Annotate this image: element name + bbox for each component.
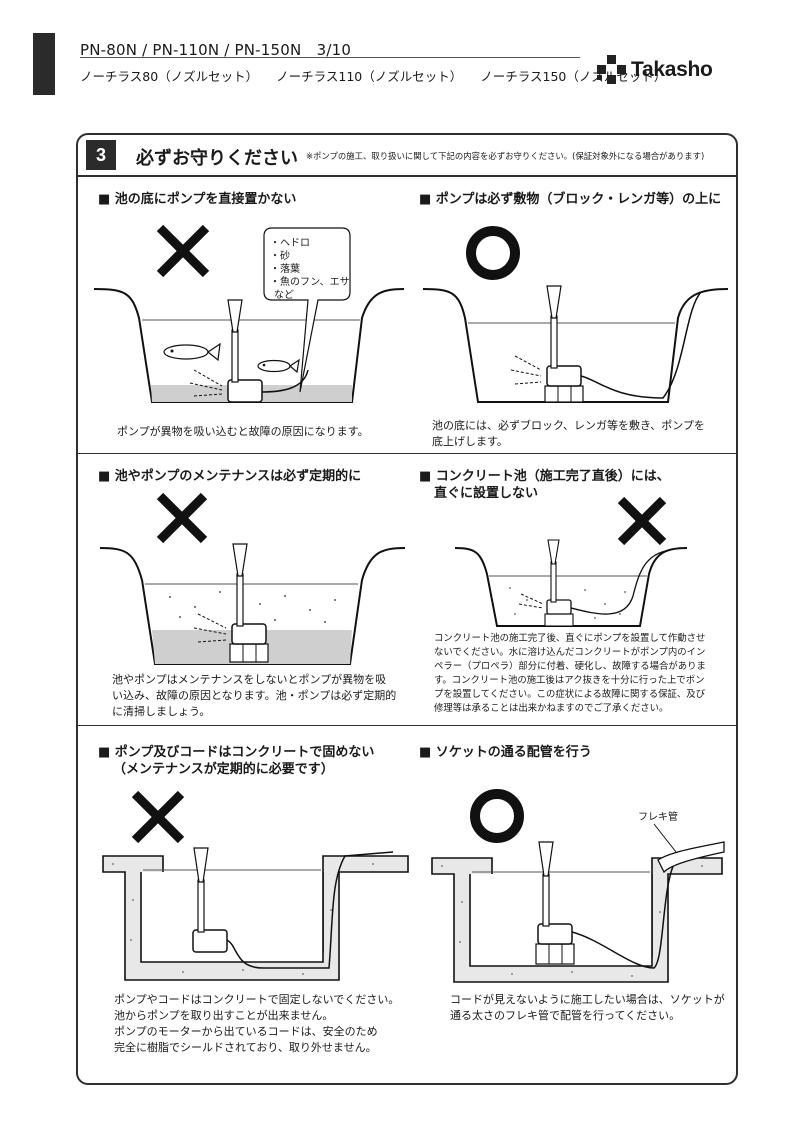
pond-illustration-no-base: ・ヘドロ ・砂 ・落葉 ・魚のフン、エサ など [93,224,405,403]
model-numbers: PN-80N / PN-110N / PN-150N 3/10 [80,41,352,59]
cross-mark-icon [131,790,185,844]
callout-line: ・砂 [270,249,290,262]
product-names: ノーチラス80（ノズルセット） ノーチラス110（ノズルセット） ノーチラス15… [80,66,666,85]
cell-description: ポンプやコードはコンクリートで固定しないでください。 池からポンプを取り出すこと… [114,993,400,1054]
row-divider [78,725,736,726]
cell-title: ■ 池の底にポンプを直接置かない [98,192,297,207]
particles [169,591,336,623]
cell-description: コードが見えないように施工したい場合は、ソケットが 通る太さのフレキ管で配管を行… [450,993,725,1022]
cross-mark-icon [156,224,210,278]
pond-illustration-dirty [99,492,406,665]
cell-description: ポンプが異物を吸い込むと故障の原因になります。 [117,425,369,438]
callout-line: ・魚のフン、エサ [270,275,350,288]
precautions-frame: 3 必ずお守りください ※ポンプの施工、取り扱いに関して下記の内容を必ずお守りく… [76,133,738,1085]
circle-mark-icon [466,226,520,280]
fish-icon [257,358,300,374]
section-title: 必ずお守りください [136,148,298,169]
circle-mark-icon [470,789,524,843]
product-name: ノーチラス80（ノズルセット） [80,69,259,84]
brand-name: Takasho [631,58,713,81]
cell-title: ■ ポンプは必ず敷物（ブロック・レンガ等）の上に [419,192,722,207]
concrete-pond-illustration-embedded [102,790,409,981]
row-divider [78,453,736,454]
brand-logo: Takasho [597,55,713,85]
header-bar [33,33,55,95]
pond-illustration-on-base [422,226,729,403]
callout-line: ・落葉 [270,262,300,275]
callout-line: など [274,289,294,301]
cell-title: ■ コンクリート池（施工完了直後）には、 直ぐに設置しない [419,469,670,501]
cell-description: 池の底には、必ずブロック、レンガ等を敷き、ポンプを 底上げします。 [432,419,705,448]
cell-description: コンクリート池の施工完了後、直ぐにポンプを設置して作動させ ないでください。水に… [434,633,706,714]
concrete-pond-illustration-flexible-pipe: フレキ管 [431,789,725,983]
callout-line: ・ヘドロ [270,238,310,249]
fish-icon [163,342,221,362]
pond-illustration-new-concrete [454,496,688,627]
cross-mark-icon [156,492,208,544]
cell-title: ■ ソケットの通る配管を行う [419,745,592,760]
header-rule [80,57,580,58]
section-header: 3 必ずお守りください ※ポンプの施工、取り扱いに関して下記の内容を必ずお守りく… [78,135,736,177]
flexible-pipe [657,841,725,874]
section-note: ※ポンプの施工、取り扱いに関して下記の内容を必ずお守りください。(保証対象外にな… [306,151,705,161]
section-number: 3 [86,140,116,170]
callout-label: フレキ管 [638,810,678,823]
logo-mark-icon [597,55,627,85]
cross-mark-icon [617,496,667,546]
cell-description: 池やポンプはメンテナンスをしないとポンプが異物を吸 い込み、故障の原因となります… [112,673,397,718]
product-name: ノーチラス110（ノズルセット） [276,69,463,84]
cell-title: ■ ポンプ及びコードはコンクリートで固めない （メンテナンスが定期的に必要です） [98,745,375,777]
cell-title: ■ 池やポンプのメンテナンスは必ず定期的に [98,469,362,484]
